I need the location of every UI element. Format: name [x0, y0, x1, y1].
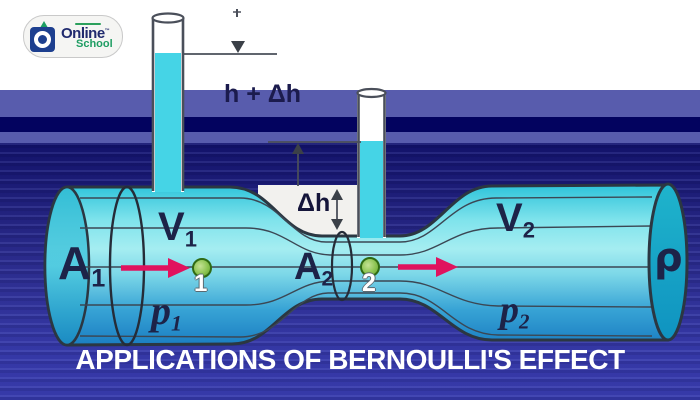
flow-arrow-1-head-icon [168, 258, 190, 278]
online-school-logo: Online™ School [23, 15, 123, 58]
streamline [80, 225, 653, 256]
logo-square-icon [30, 26, 55, 52]
logo-trademark: ™ [104, 28, 110, 34]
streamline [80, 280, 653, 308]
tube1-liquid [155, 53, 181, 192]
pipe-left-end-cap [43, 185, 91, 347]
manometer-tube-2 [356, 87, 387, 238]
background-slate-band-2 [0, 132, 700, 143]
streamline [79, 292, 653, 338]
poster-title: APPLICATIONS OF BERNOULLI'S EFFECT [75, 344, 625, 375]
tube1-opening [151, 12, 185, 24]
flow-arrow-2-head-icon [436, 257, 458, 277]
fluid-particle-1 [192, 258, 212, 278]
down-arrowhead-icon [231, 41, 245, 53]
pipe-right-end-cap [647, 182, 689, 342]
logo-ring-icon [34, 30, 51, 48]
logo-text: Online™ School [61, 23, 113, 50]
dh-up-arrowhead-icon [331, 189, 343, 200]
up-arrowhead-icon [292, 143, 304, 154]
dh-down-arrowhead-icon [331, 219, 343, 230]
streamline [80, 196, 653, 243]
logo-tagline-bar [75, 23, 101, 25]
logo-name: Online™ [61, 26, 113, 41]
background-slate-band-1 [0, 90, 700, 117]
cross-section-ellipse-2 [330, 230, 354, 302]
tube2-opening [356, 87, 387, 99]
online-school-logo-icon [30, 20, 57, 53]
logo-school-text: School [76, 38, 113, 50]
fluid-particle-2 [360, 257, 380, 277]
flow-arrows [121, 257, 458, 278]
tube2-liquid [360, 141, 383, 238]
manometer-tube-1 [151, 12, 185, 192]
measurement-annotations [184, 9, 361, 230]
logo-name-text: Online [61, 25, 105, 42]
